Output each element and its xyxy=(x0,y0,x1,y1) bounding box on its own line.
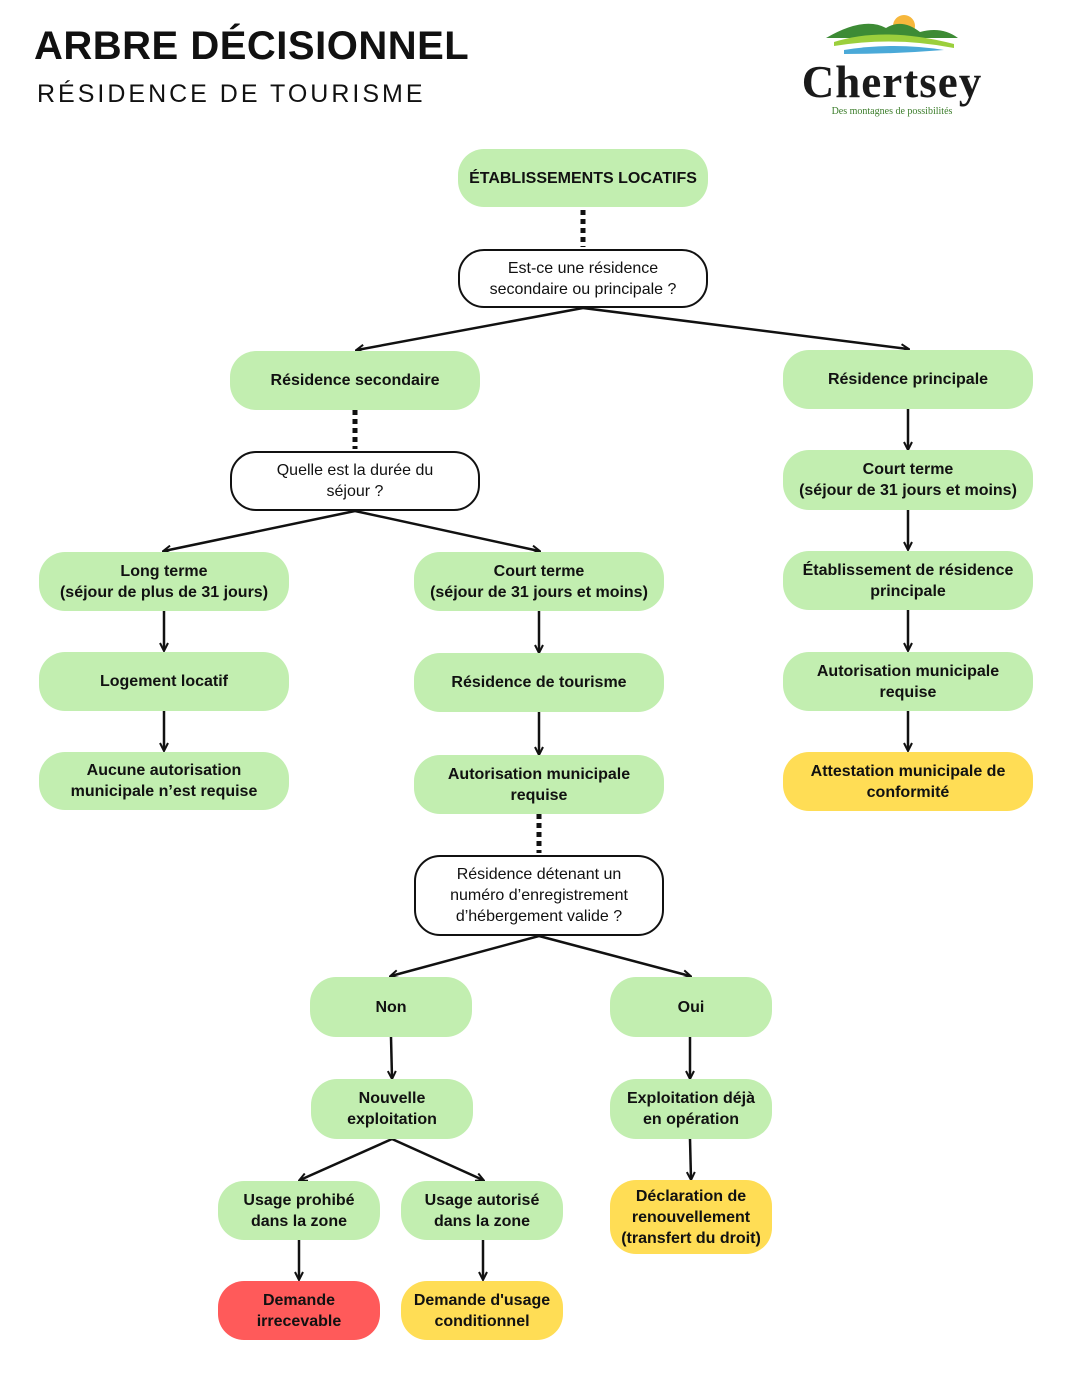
page-subtitle: RÉSIDENCE DE TOURISME xyxy=(37,80,426,108)
node-attestation-conformite: Attestation municipale de conformité xyxy=(783,752,1033,811)
arrow xyxy=(690,1138,691,1179)
arrow xyxy=(354,509,539,551)
node-usage-autorise: Usage autorisé dans la zone xyxy=(401,1181,563,1240)
chertsey-logo: Chertsey Des montagnes de possibilités xyxy=(780,14,1010,124)
node-nouvelle-exploitation: Nouvelle exploitation xyxy=(311,1079,473,1139)
node-court-terme-principale: Court terme (séjour de 31 jours et moins… xyxy=(783,450,1033,510)
node-exploitation-operation: Exploitation déjà en opération xyxy=(610,1079,772,1139)
arrow xyxy=(391,1036,392,1078)
node-etablissement-residence-principale: Établissement de résidence principale xyxy=(783,551,1033,610)
node-oui: Oui xyxy=(610,977,772,1037)
node-autorisation-municipale-secondaire: Autorisation municipale requise xyxy=(414,755,664,814)
logo-name: Chertsey xyxy=(801,57,983,107)
node-court-terme-secondaire: Court terme (séjour de 31 jours et moins… xyxy=(414,552,664,611)
node-aucune-autorisation: Aucune autorisation municipale n’est req… xyxy=(39,752,289,810)
arrow xyxy=(357,306,584,350)
node-residence-secondaire: Résidence secondaire xyxy=(230,351,480,410)
question-numero-enregistrement: Résidence détenant un numéro d’enregistr… xyxy=(414,855,664,936)
arrow xyxy=(391,934,540,976)
node-demande-irrecevable: Demande irrecevable xyxy=(218,1281,380,1340)
page-title: ARBRE DÉCISIONNEL xyxy=(34,24,470,68)
logo-tagline: Des montagnes de possibilités xyxy=(831,106,953,117)
node-long-terme: Long terme (séjour de plus de 31 jours) xyxy=(39,552,289,611)
node-residence-principale: Résidence principale xyxy=(783,350,1033,409)
mountains-logo-icon xyxy=(826,15,958,54)
node-residence-tourisme: Résidence de tourisme xyxy=(414,653,664,712)
arrow xyxy=(538,934,690,976)
node-declaration-renouvellement: Déclaration de renouvellement (transfert… xyxy=(610,1180,772,1254)
arrow xyxy=(582,306,908,349)
question-type-residence: Est-ce une résidence secondaire ou princ… xyxy=(458,249,708,308)
node-autorisation-municipale-principale: Autorisation municipale requise xyxy=(783,652,1033,711)
node-non: Non xyxy=(310,977,472,1037)
question-duree-sejour: Quelle est la durée du séjour ? xyxy=(230,451,480,511)
arrow xyxy=(391,1137,483,1180)
arrow xyxy=(164,509,356,551)
arrow xyxy=(300,1137,393,1180)
node-usage-prohibe: Usage prohibé dans la zone xyxy=(218,1181,380,1240)
node-demande-usage-conditionnel: Demande d'usage conditionnel xyxy=(401,1281,563,1340)
node-logement-locatif: Logement locatif xyxy=(39,652,289,711)
node-etablissements-locatifs: ÉTABLISSEMENTS LOCATIFS xyxy=(458,149,708,207)
